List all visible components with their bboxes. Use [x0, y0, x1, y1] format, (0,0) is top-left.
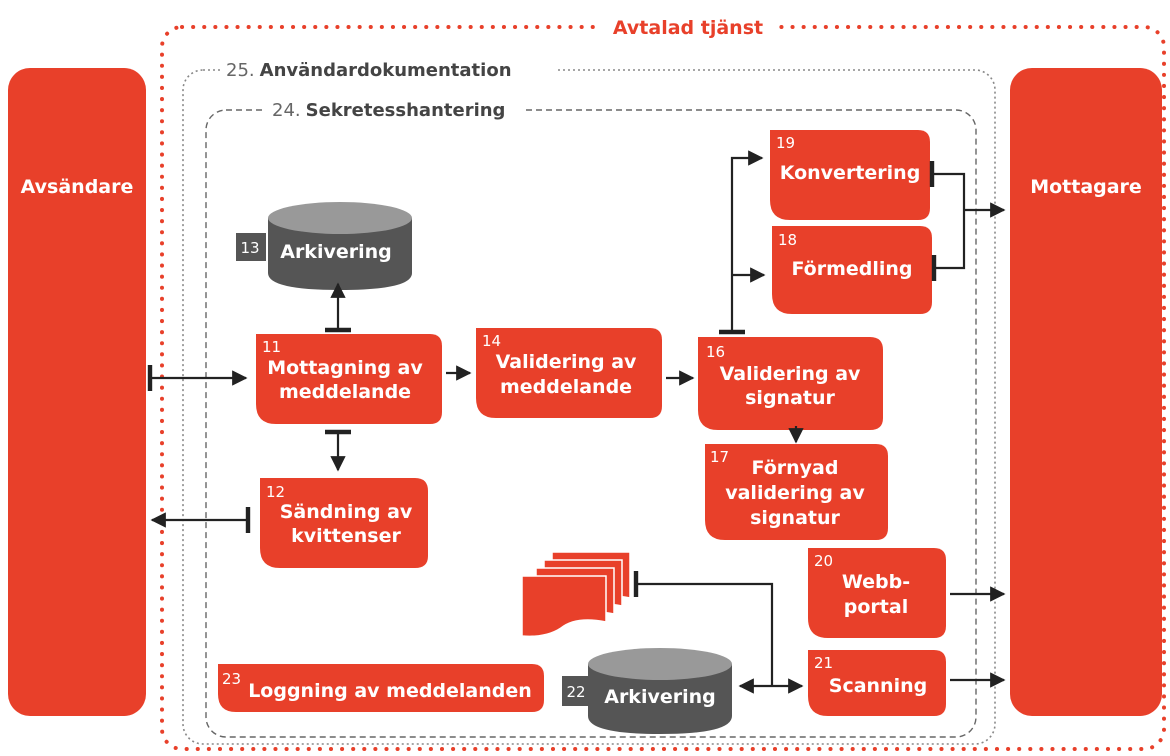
- node-11-number: 11: [262, 338, 281, 356]
- arrow-16-to-19: [718, 150, 764, 335]
- node-17-line1: Förnyad: [752, 457, 839, 479]
- node-17-number: 17: [710, 448, 729, 466]
- node-21-label: Scanning: [829, 675, 927, 697]
- archiving-22-number: 22: [566, 683, 585, 701]
- archiving-13-label: Arkivering: [280, 241, 392, 263]
- node-11-message-reception: 11 Mottagning av meddelande: [256, 334, 442, 424]
- node-20-line1: Webb-: [842, 571, 910, 593]
- node-19-label: Konvertering: [780, 162, 921, 184]
- node-17-renewed-signature-validation: 17 Förnyad validering av signatur: [705, 444, 888, 540]
- node-19-number: 19: [776, 134, 795, 152]
- node-12-receipt-sending: 12 Sändning av kvittenser: [260, 478, 428, 568]
- node-17-line3: signatur: [750, 507, 840, 529]
- node-20-line2: portal: [844, 596, 908, 618]
- sender-label: Avsändare: [21, 176, 134, 198]
- node-16-line2: signatur: [745, 387, 835, 409]
- confidentiality-label: 24.Sekretesshantering: [272, 100, 505, 121]
- archiving-13-cylinder: 13 Arkivering: [236, 202, 412, 290]
- node-14-line1: Validering av: [496, 351, 637, 373]
- node-12-line2: kvittenser: [291, 525, 401, 547]
- node-11-line2: meddelande: [279, 381, 411, 403]
- user-documentation-label: 25.Användardokumentation: [226, 60, 512, 81]
- node-17-line2: validering av: [725, 482, 865, 504]
- node-21-number: 21: [814, 654, 833, 672]
- node-12-number: 12: [266, 483, 285, 501]
- node-14-message-validation: 14 Validering av meddelande: [476, 328, 662, 418]
- connector-docs-to-scanning: [633, 570, 774, 686]
- node-14-line2: meddelande: [500, 376, 632, 398]
- node-18-forwarding: 18 Förmedling: [772, 226, 932, 314]
- receiver-label: Mottagare: [1030, 176, 1142, 198]
- receiver-block: [1010, 68, 1162, 716]
- node-12-line1: Sändning av: [280, 501, 413, 523]
- archiving-22-label: Arkivering: [604, 686, 716, 708]
- node-16-signature-validation: 16 Validering av signatur: [698, 337, 883, 430]
- node-16-line1: Validering av: [720, 363, 861, 385]
- node-16-number: 16: [706, 343, 725, 361]
- node-20-number: 20: [814, 552, 833, 570]
- node-23-message-logging: 23 Loggning av meddelanden: [218, 664, 544, 712]
- archiving-13-number: 13: [240, 239, 259, 257]
- node-19-conversion: 19 Konvertering: [770, 130, 930, 220]
- archiving-22-cylinder: 22 Arkivering: [562, 648, 732, 734]
- node-14-number: 14: [482, 332, 501, 350]
- connector-19-out: [929, 160, 966, 282]
- node-18-label: Förmedling: [791, 258, 912, 280]
- node-18-number: 18: [778, 231, 797, 249]
- user-documentation-frame: [182, 69, 996, 745]
- confidentiality-frame: [205, 109, 977, 738]
- node-23-number: 23: [222, 670, 241, 688]
- agreed-service-title: Avtalad tjänst: [613, 17, 763, 39]
- node-11-line1: Mottagning av: [267, 357, 423, 379]
- node-20-web-portal: 20 Webb- portal: [808, 548, 946, 638]
- document-stack-icon: [521, 551, 631, 638]
- node-23-label: Loggning av meddelanden: [248, 680, 532, 702]
- node-21-scanning: 21 Scanning: [808, 650, 946, 716]
- sender-block: [8, 68, 146, 716]
